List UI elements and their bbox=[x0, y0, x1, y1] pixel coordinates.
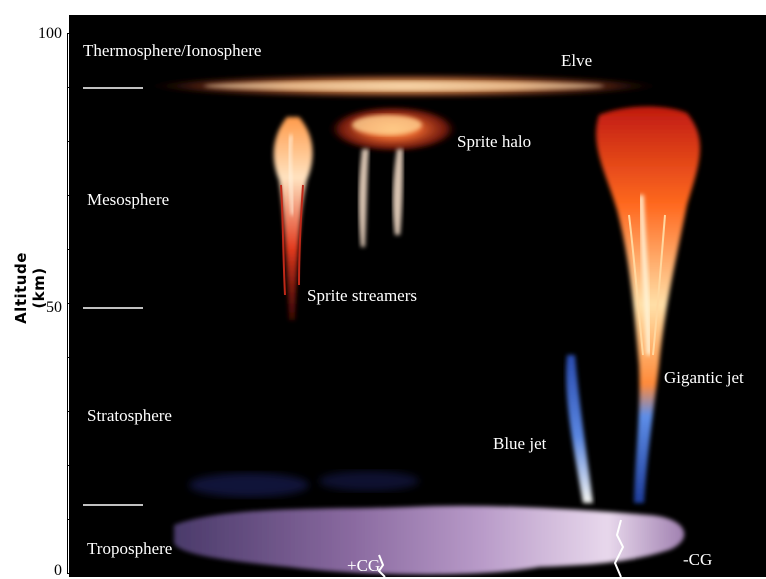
label-positive-cg: +CG bbox=[347, 557, 380, 574]
atmosphere-artwork bbox=[69, 15, 766, 577]
elve-glow bbox=[139, 73, 669, 99]
label-negative-cg: -CG bbox=[683, 551, 712, 568]
sprite-halo-glow bbox=[327, 105, 459, 247]
label-sprite-halo: Sprite halo bbox=[457, 133, 531, 150]
label-blue-jet: Blue jet bbox=[493, 435, 546, 452]
y-tick-label-100: 100 bbox=[22, 26, 62, 42]
layer-boundaries bbox=[83, 88, 143, 505]
y-tick-label-50: 50 bbox=[22, 300, 62, 316]
label-gigantic-jet: Gigantic jet bbox=[664, 369, 744, 386]
label-elve: Elve bbox=[561, 52, 592, 69]
gigantic-jet-glow bbox=[596, 107, 700, 504]
blue-jet-glow bbox=[566, 355, 593, 503]
atmosphere-diagram: Thermosphere/Ionosphere Mesosphere Strat… bbox=[69, 15, 766, 577]
label-troposphere: Troposphere bbox=[87, 540, 172, 557]
y-axis-title: Altitude (km) bbox=[12, 233, 48, 343]
y-axis: Altitude (km) 100 50 0 bbox=[0, 0, 69, 577]
label-thermosphere: Thermosphere/Ionosphere bbox=[83, 42, 261, 59]
label-stratosphere: Stratosphere bbox=[87, 407, 172, 424]
thundercloud bbox=[174, 471, 684, 577]
label-mesosphere: Mesosphere bbox=[87, 191, 169, 208]
label-sprite-streamers: Sprite streamers bbox=[307, 287, 417, 304]
